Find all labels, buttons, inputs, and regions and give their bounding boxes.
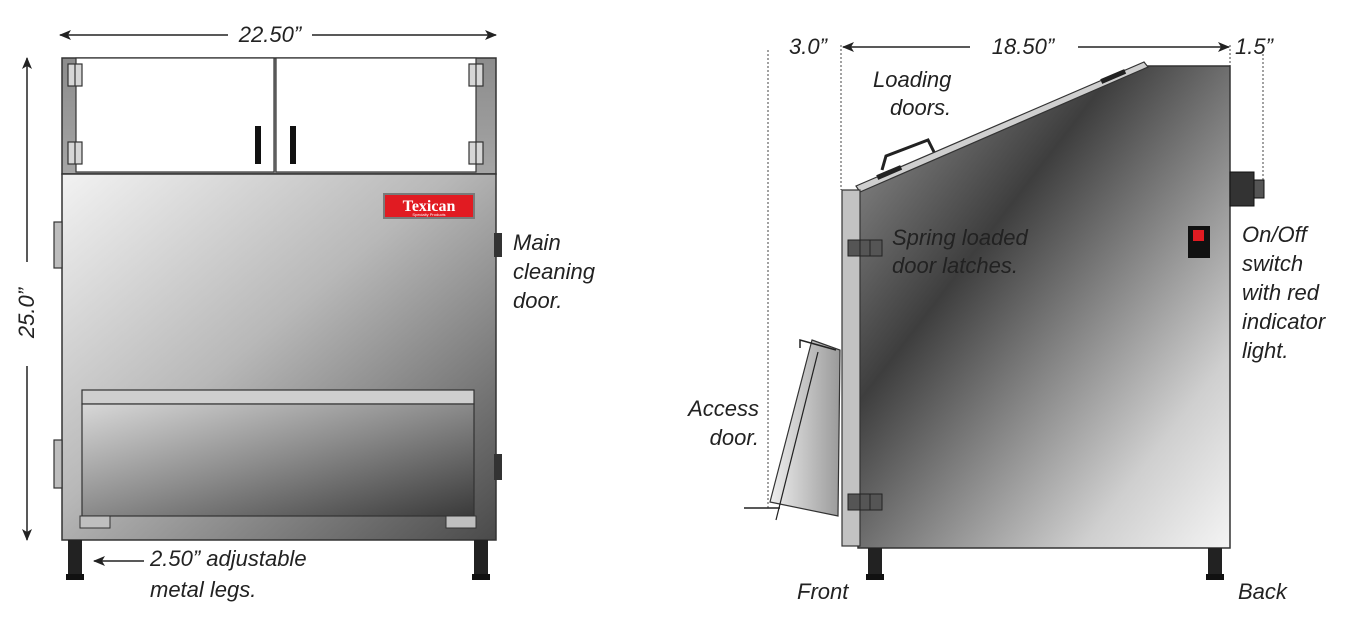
front-width-dimension: 22.50” (59, 22, 497, 47)
loading-doors-label-line1: Loading (873, 67, 952, 92)
back-label: Back (1238, 579, 1288, 604)
legs-label-line2: metal legs. (150, 577, 256, 602)
latches-label-line1: Spring loaded (892, 225, 1029, 250)
door-latch-bottom (494, 454, 502, 480)
door-latch-top (494, 233, 502, 257)
texican-logo: Texican Specialty Products (383, 193, 475, 219)
door-handle-left (255, 126, 261, 164)
loading-door-left (75, 57, 275, 173)
front-width-label: 22.50” (238, 22, 303, 47)
loading-doors-label-line2: doors. (890, 95, 951, 120)
latches-label-line2: door latches. (892, 253, 1018, 278)
door-handle-right (290, 126, 296, 164)
logo-badge (385, 195, 473, 217)
cleaning-door-label-line2: cleaning (513, 259, 596, 284)
spring-latch-top (847, 239, 883, 257)
switch-label-line3: with red (1242, 280, 1320, 305)
drawer-front (81, 403, 475, 517)
legs-label-line1: 2.50” adjustable (149, 546, 307, 571)
cleaning-door-label-line1: Main (513, 230, 561, 255)
access-door (769, 339, 841, 517)
switch-label-line5: light. (1242, 338, 1288, 363)
lid-hinge (1100, 69, 1127, 84)
rear-connector (1229, 171, 1255, 207)
depth-label: 18.50” (992, 34, 1056, 59)
side-view: 3.0” 18.50” 1.5” (686, 34, 1327, 604)
front-leg-right (474, 540, 488, 578)
front-offset-label: 3.0” (789, 34, 829, 59)
front-leg-left (68, 540, 82, 578)
switch-label-line1: On/Off (1242, 222, 1310, 247)
drawer-lip (81, 389, 475, 405)
cleaning-door-label-line3: door. (513, 288, 562, 313)
drawer-foot-right (445, 515, 477, 529)
access-door-label-line1: Access (686, 396, 759, 421)
logo-text: Texican (403, 198, 456, 215)
side-leg-front (868, 548, 882, 576)
side-body (857, 65, 1231, 549)
logo-subtext: Specialty Products (412, 212, 445, 217)
indicator-light (1193, 230, 1204, 241)
front-height-label: 25.0” (14, 286, 39, 339)
body-hinge-bottom (53, 439, 63, 489)
front-height-dimension: 25.0” (14, 57, 39, 541)
loading-door-right (275, 57, 477, 173)
body-hinge-top (53, 221, 63, 269)
access-door-label-line2: door. (710, 425, 759, 450)
switch-label-line4: indicator (1242, 309, 1327, 334)
switch-label-line2: switch (1242, 251, 1303, 276)
front-label: Front (797, 579, 849, 604)
spring-latch-bottom (847, 493, 883, 511)
door-hinges (67, 63, 484, 165)
side-leg-back (1208, 548, 1222, 576)
drawer-foot-left (79, 515, 111, 529)
side-front-panel (841, 189, 861, 547)
back-offset-label: 1.5” (1235, 34, 1275, 59)
front-view: 22.50” 25.0” (14, 22, 596, 602)
lid-handle (880, 138, 936, 171)
